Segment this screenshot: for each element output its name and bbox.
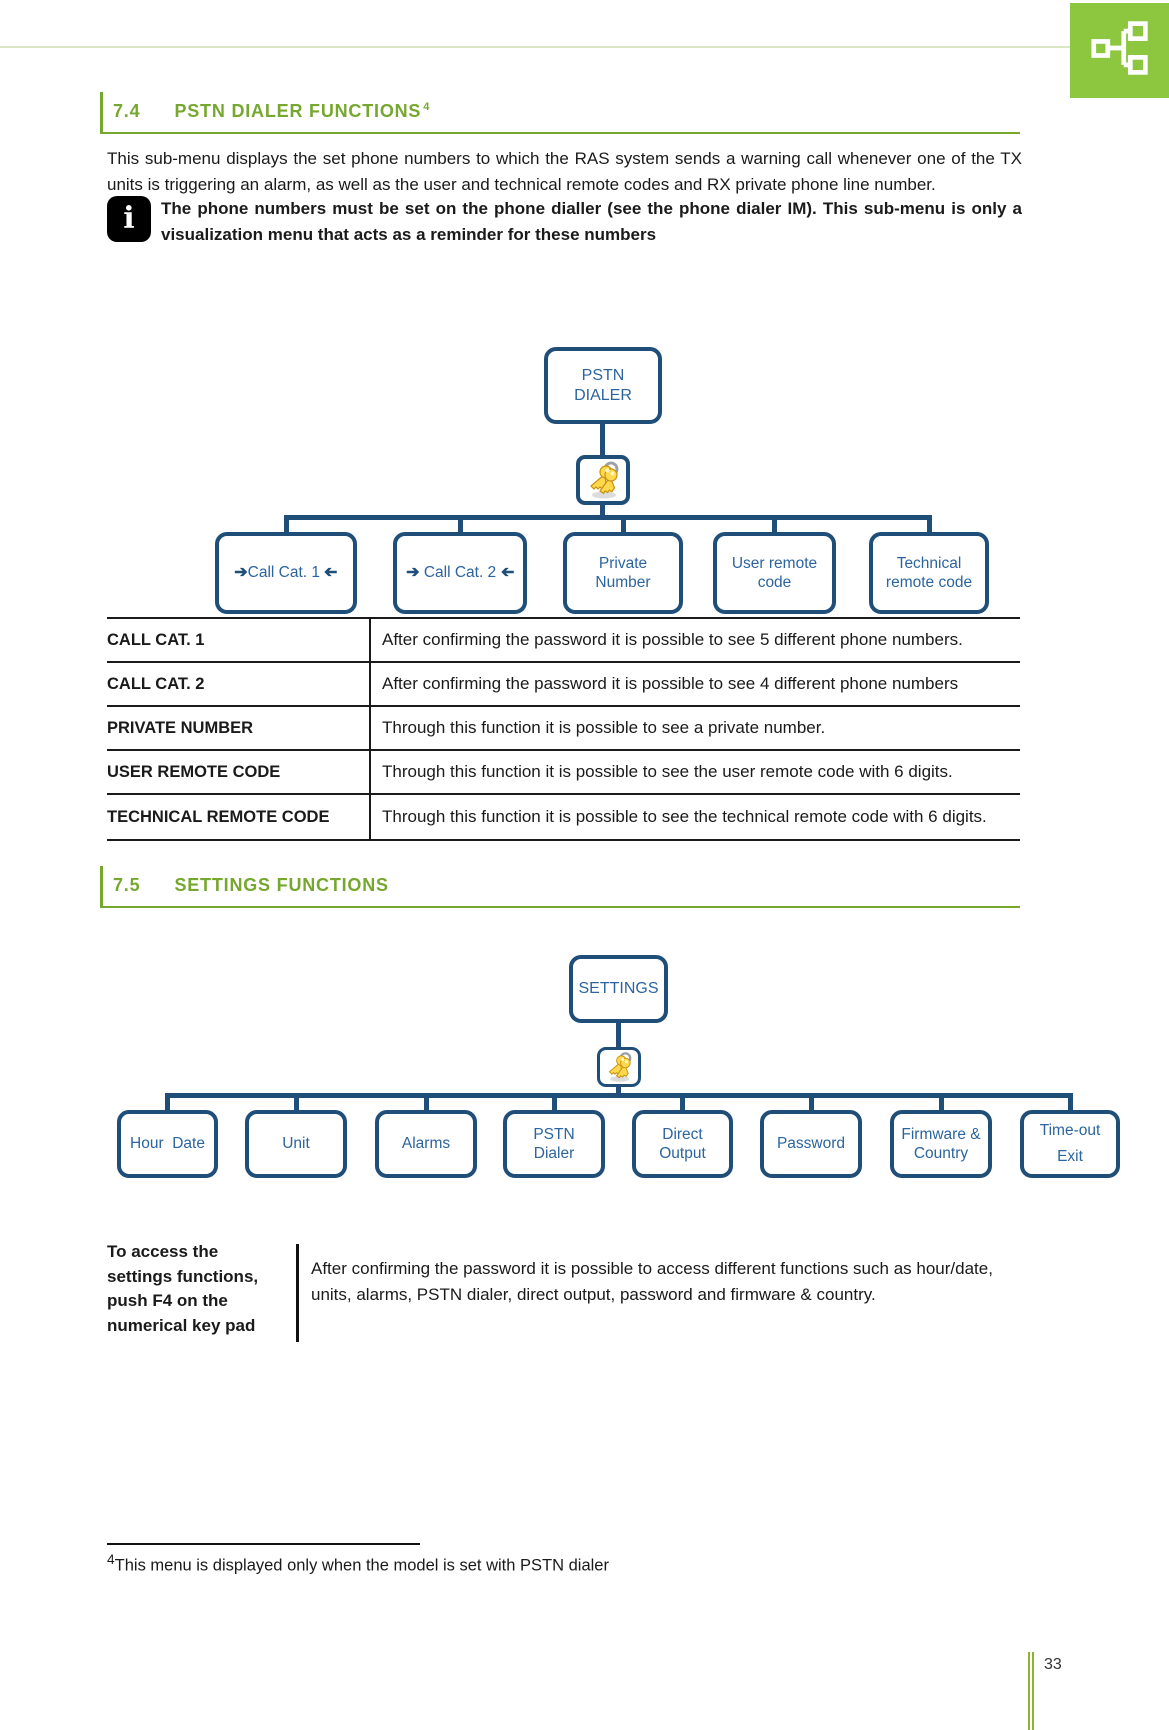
- connector-line: [600, 424, 605, 455]
- table-term: TECHNICAL REMOTE CODE: [107, 795, 371, 839]
- footnote-ref: 4: [423, 100, 431, 113]
- diagram-node-pstn-dialer: PSTN Dialer: [503, 1110, 605, 1178]
- connector-line: [294, 1093, 299, 1112]
- connector-line: [616, 1087, 621, 1095]
- footnote-marker: 4: [107, 1552, 115, 1567]
- table-row: TECHNICAL REMOTE CODE Through this funct…: [107, 795, 1020, 839]
- page-margin-line: [1028, 1652, 1030, 1730]
- diagram-node-password: Password: [760, 1110, 862, 1178]
- connector-line: [616, 1023, 621, 1047]
- connector-line: [621, 515, 626, 534]
- right-arrow-icon: ➔: [406, 564, 420, 581]
- right-arrow-icon: ➔: [234, 564, 248, 581]
- section-title: SETTINGS FUNCTIONS: [174, 874, 389, 895]
- page-number: 33: [1044, 1656, 1062, 1673]
- network-hierarchy-icon: [1090, 18, 1150, 83]
- diagram-node-private-number: Private Number: [563, 532, 683, 614]
- footnote: 4This menu is displayed only when the mo…: [107, 1552, 609, 1576]
- table-row: CALL CAT. 1 After confirming the passwor…: [107, 619, 1020, 663]
- keys-icon: [597, 1047, 641, 1087]
- info-note-text: The phone numbers must be set on the pho…: [161, 199, 1022, 244]
- section-number: 7.5: [113, 874, 141, 895]
- brand-logo: [1070, 3, 1169, 98]
- header-rule: [0, 46, 1070, 48]
- node-label: Call Cat. 1: [247, 564, 321, 582]
- table-desc: After confirming the password it is poss…: [382, 630, 963, 649]
- page-margin-line: [1032, 1652, 1034, 1730]
- table-term: CALL CAT. 1: [107, 619, 371, 661]
- table-desc: Through this function it is possible to …: [382, 807, 987, 826]
- footnote-rule: [107, 1543, 420, 1545]
- section-heading-7-5: 7.5 SETTINGS FUNCTIONS: [100, 866, 1020, 908]
- table-term: USER REMOTE CODE: [107, 751, 371, 793]
- diagram-node-alarms: Alarms: [375, 1110, 477, 1178]
- diagram-node-call-cat-1: ➔Call Cat. 1 ➔: [215, 532, 357, 614]
- connector-line: [772, 515, 777, 534]
- node-label: Call Cat. 2: [423, 564, 497, 582]
- diagram-node-technical-remote-code: Technical remote code: [869, 532, 989, 614]
- diagram-root-pstn-dialer: PSTN DIALER: [544, 347, 662, 424]
- divider-bar: [296, 1244, 299, 1342]
- access-note-label: To access the settings functions, push F…: [107, 1242, 259, 1335]
- connector-line: [680, 1093, 685, 1112]
- connector-line: [284, 515, 289, 534]
- connector-line: [1068, 1093, 1073, 1112]
- connector-line: [286, 515, 931, 520]
- access-note-text: After confirming the password it is poss…: [311, 1259, 993, 1304]
- connector-line: [424, 1093, 429, 1112]
- connector-line: [600, 505, 605, 517]
- table-term: CALL CAT. 2: [107, 663, 371, 705]
- table-row: USER REMOTE CODE Through this function i…: [107, 751, 1020, 795]
- info-note: i The phone numbers must be set on the p…: [107, 196, 1022, 247]
- connector-line: [165, 1093, 170, 1112]
- table-desc: Through this function it is possible to …: [382, 762, 953, 781]
- connector-line: [552, 1093, 557, 1112]
- diagram-node-call-cat-2: ➔ Call Cat. 2 ➔: [393, 532, 527, 614]
- connector-line: [167, 1093, 1073, 1098]
- diagram-node-timeout-exit: Time-out Exit: [1020, 1110, 1120, 1178]
- diagram-node-hour-date: Hour Date: [117, 1110, 218, 1178]
- diagram-root-settings: SETTINGS: [569, 955, 668, 1023]
- intro-paragraph: This sub-menu displays the set phone num…: [107, 149, 1022, 194]
- diagram-node-direct-output: Direct Output: [632, 1110, 733, 1178]
- section-number: 7.4: [113, 100, 141, 121]
- left-arrow-icon: ➔: [500, 564, 514, 581]
- diagram-node-unit: Unit: [245, 1110, 347, 1178]
- table-desc: Through this function it is possible to …: [382, 718, 826, 737]
- diagram-node-user-remote-code: User remote code: [713, 532, 836, 614]
- keys-icon: [576, 455, 630, 505]
- connector-line: [939, 1093, 944, 1112]
- connector-line: [809, 1093, 814, 1112]
- table-row: CALL CAT. 2 After confirming the passwor…: [107, 663, 1020, 707]
- table-term: PRIVATE NUMBER: [107, 707, 371, 749]
- left-arrow-icon: ➔: [324, 564, 338, 581]
- table-row: PRIVATE NUMBER Through this function it …: [107, 707, 1020, 751]
- definition-table: CALL CAT. 1 After confirming the passwor…: [107, 617, 1020, 841]
- connector-line: [458, 515, 463, 534]
- table-desc: After confirming the password it is poss…: [382, 674, 959, 693]
- info-icon: i: [107, 196, 151, 242]
- connector-line: [927, 515, 932, 534]
- footnote-text: This menu is displayed only when the mod…: [114, 1556, 609, 1575]
- diagram-node-firmware-country: Firmware & Country: [890, 1110, 992, 1178]
